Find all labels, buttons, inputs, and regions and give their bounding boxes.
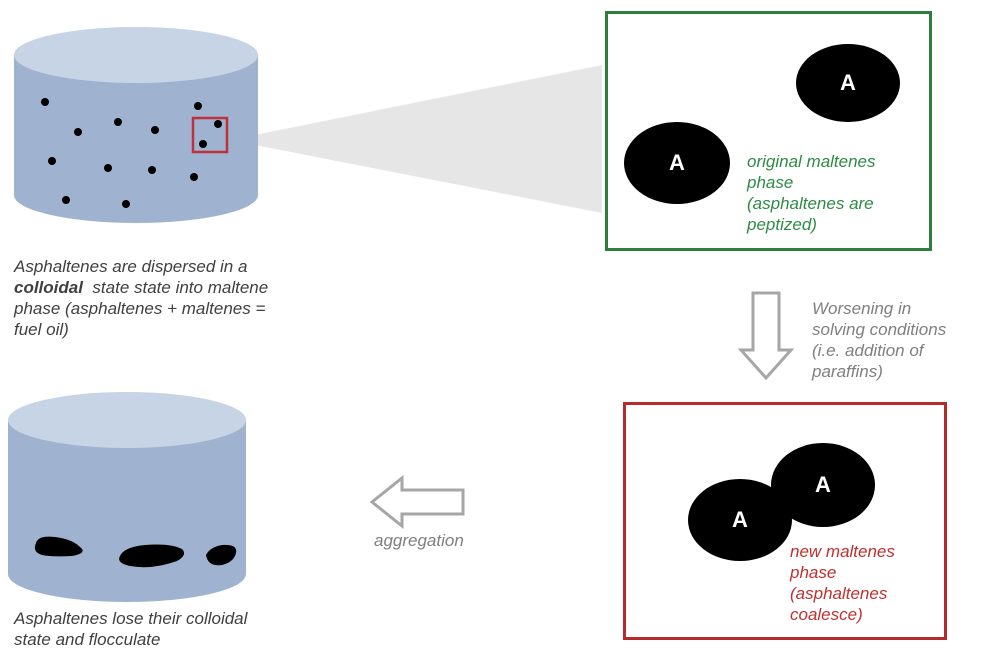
worsening-text: Worsening in solving conditions (i.e. ad…: [812, 299, 947, 381]
asphaltene-particle: A: [624, 122, 730, 204]
aggregation-arrow: [369, 474, 465, 530]
cylinder-top: [8, 392, 246, 448]
cylinder-body: [8, 420, 246, 602]
zoom-cone: [230, 65, 602, 213]
original-phase-box: A A original maltenes phase (asphaltenes…: [605, 11, 932, 251]
particle-label: A: [732, 507, 748, 532]
cylinder-flocculated: [8, 392, 246, 602]
cylinder-body: [14, 55, 258, 223]
particle-label: A: [840, 70, 856, 95]
cylinder-top: [14, 27, 258, 83]
particle-label: A: [815, 472, 831, 497]
dispersed-particles: [41, 98, 222, 208]
dispersed-caption: Asphaltenes are dispersed in a colloidal…: [14, 257, 269, 339]
cylinder-dispersed: [14, 27, 258, 223]
selection-box: [191, 116, 229, 154]
new-phase-box: A A new maltenes phase (asphaltenes coal…: [623, 402, 947, 640]
asphaltene-particle: A: [771, 443, 875, 527]
flocculated-caption: Asphaltenes lose their colloidal state a…: [14, 609, 248, 649]
original-phase-text: original maltenes phase (asphaltenes are…: [747, 152, 876, 234]
down-arrow: [737, 291, 795, 381]
flocculated-aggregates: [34, 536, 237, 568]
new-phase-text: new maltenes phase (asphaltenes coalesce…: [790, 542, 895, 624]
particle-label: A: [669, 150, 685, 175]
caption-bold: colloidal: [14, 278, 83, 297]
asphaltene-particle: A: [796, 44, 900, 122]
aggregation-label: aggregation: [374, 531, 464, 550]
